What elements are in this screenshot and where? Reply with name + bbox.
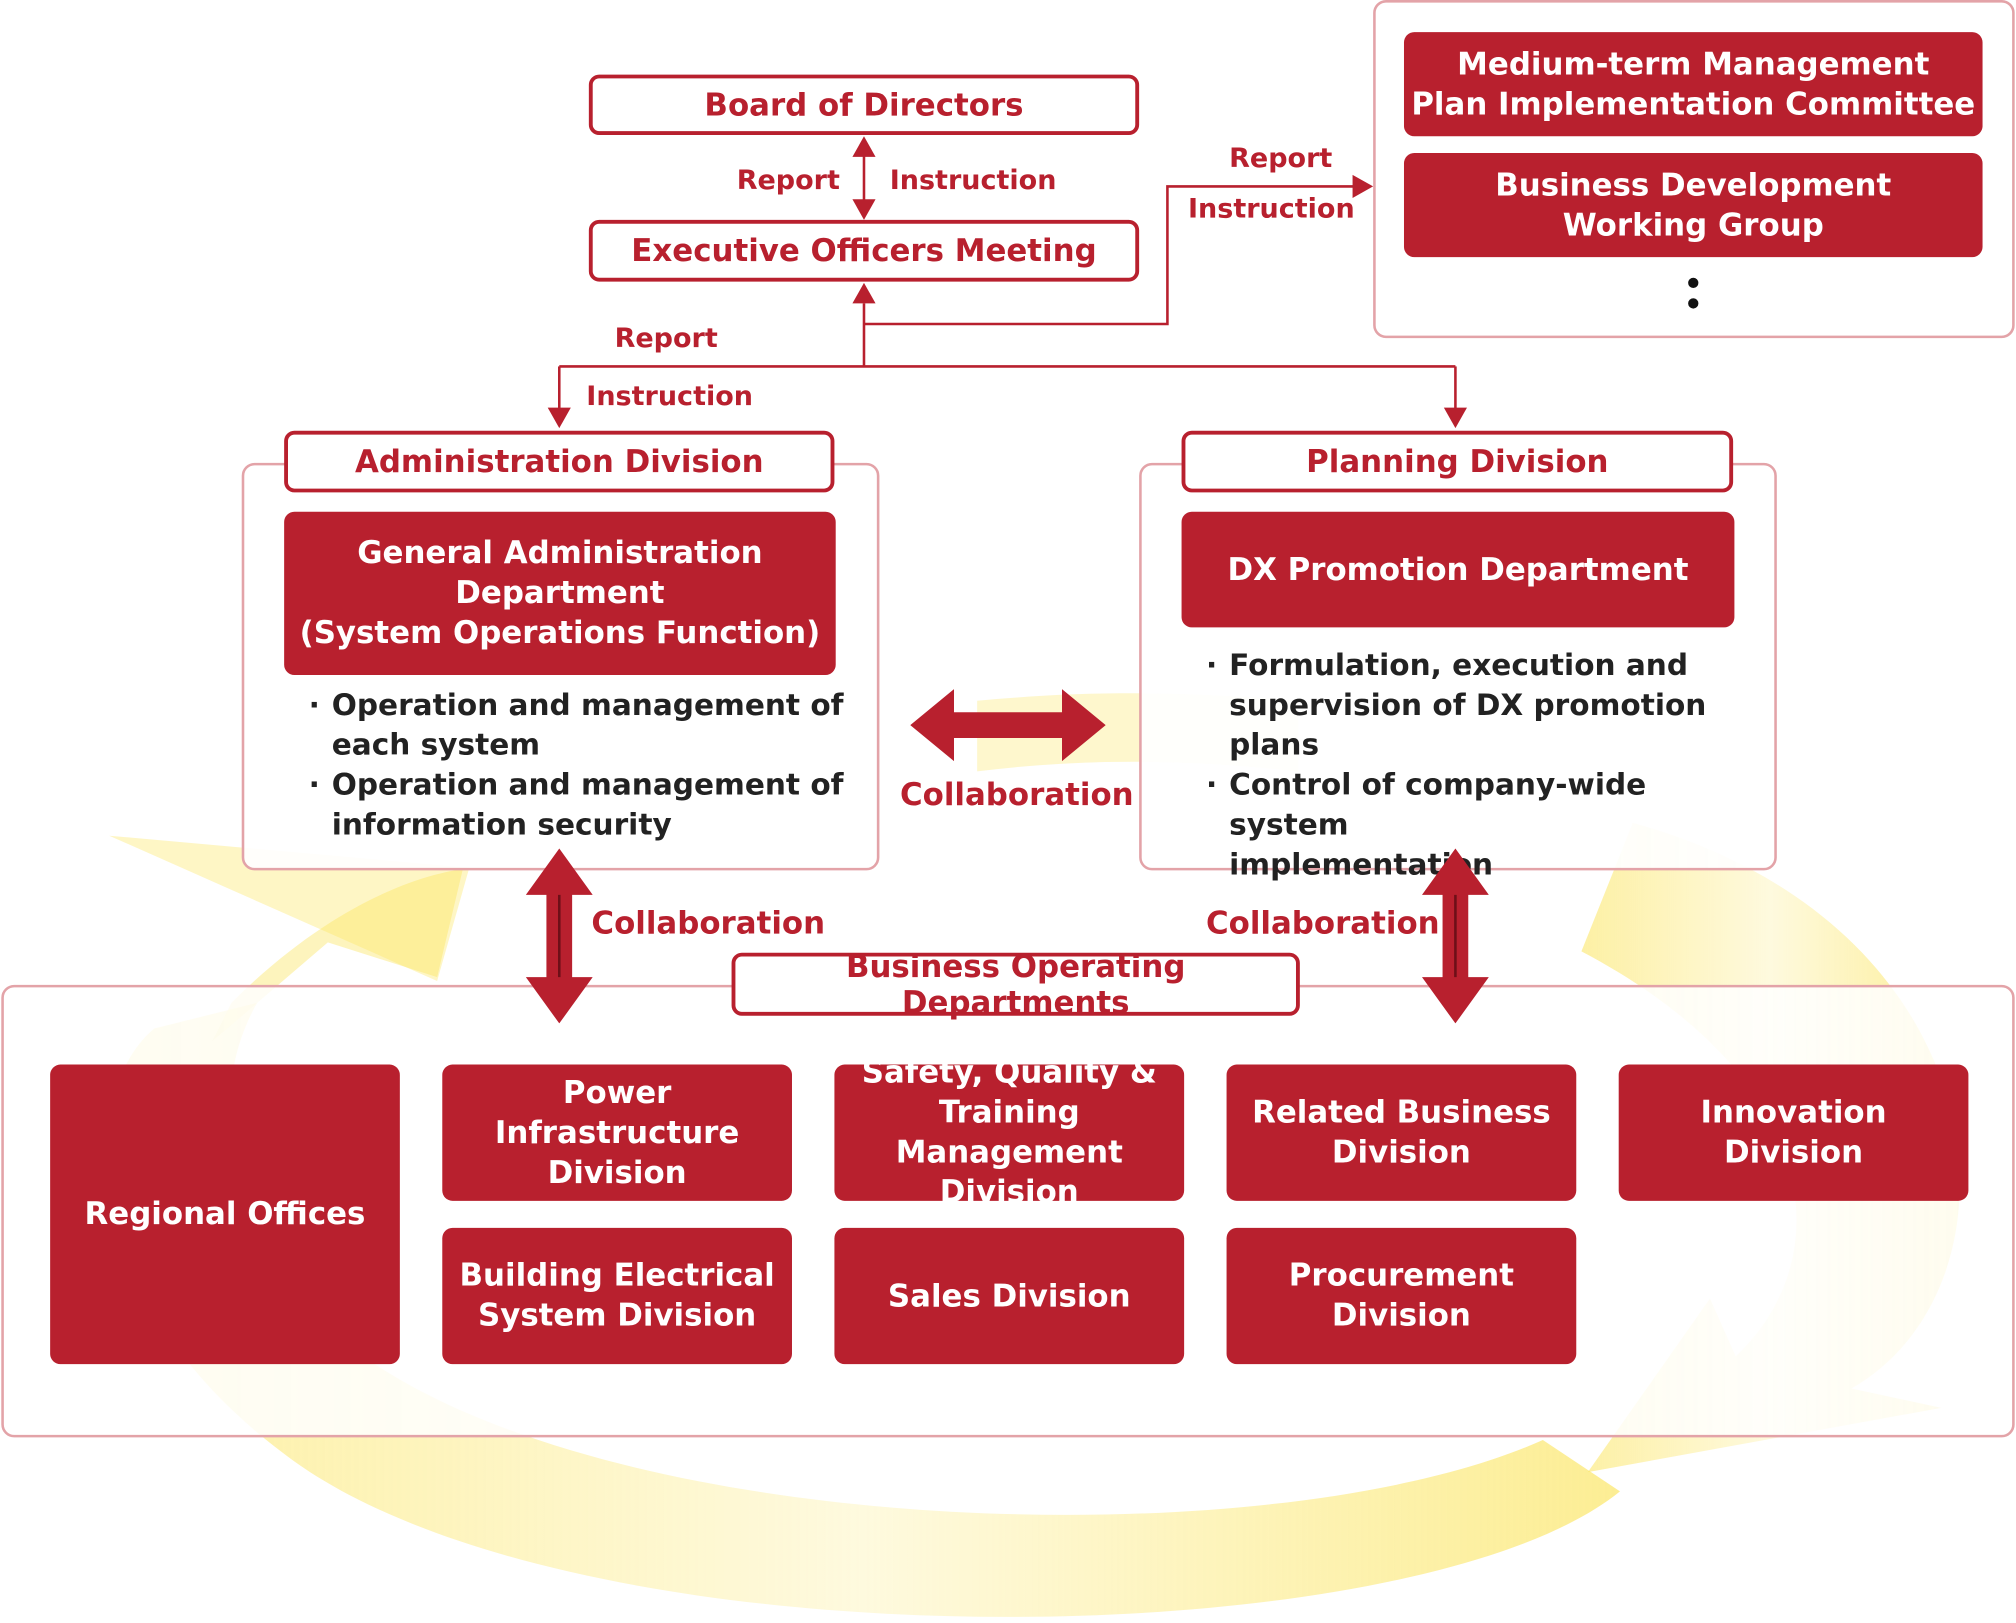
connector-arrowheads — [547, 136, 1467, 429]
board-instruction-label: Instruction — [889, 164, 1057, 196]
administration-division-box: Administration Division — [284, 430, 835, 493]
planning-bullet: Formulation, execution and supervision o… — [1206, 647, 1772, 767]
collaboration-vertical-arrow-right — [1421, 848, 1489, 1024]
board-of-directors-box: Board of Directors — [588, 74, 1140, 135]
sales-division-box: Sales Division — [834, 1227, 1185, 1365]
executive-officers-label: Executive Officers Meeting — [631, 232, 1097, 269]
collaboration-horizontal-arrow — [910, 689, 1106, 762]
procurement-division-box: Procurement Division — [1226, 1227, 1577, 1365]
general-administration-department-box: General Administration Department (Syste… — [284, 511, 836, 675]
board-of-directors-label: Board of Directors — [704, 86, 1024, 123]
administration-bullet: Operation and management of each system — [309, 687, 849, 767]
administration-bullet: Operation and management of information … — [309, 766, 849, 846]
planning-bullet: Control of company-wide system implement… — [1206, 766, 1772, 886]
administration-division-title: Administration Division — [354, 443, 764, 480]
dx-promotion-department-label: DX Promotion Department — [1227, 550, 1689, 587]
planning-division-box: Planning Division — [1181, 430, 1734, 493]
more-items-ellipsis — [1688, 277, 1699, 319]
collaboration-vertical-arrow-left — [525, 848, 593, 1024]
division-report-label: Report — [614, 322, 718, 354]
collaboration-right-label: Collaboration — [1205, 905, 1440, 942]
innovation-division-box: Innovation Division — [1618, 1064, 1969, 1201]
regional-offices-box: Regional Offices — [50, 1064, 400, 1365]
committee-report-label: Report — [1229, 142, 1333, 174]
executive-officers-box: Executive Officers Meeting — [588, 219, 1140, 282]
power-infrastructure-division-box: Power Infrastructure Division — [442, 1064, 792, 1201]
related-business-division-box: Related Business Division — [1226, 1064, 1577, 1201]
business-operating-title: Business Operating Departments — [845, 948, 1186, 1021]
division-instruction-label: Instruction — [586, 380, 753, 412]
committee-medium-term-box: Medium-term Management Plan Implementati… — [1403, 32, 1983, 137]
administration-bullets: Operation and management of each system … — [309, 687, 849, 846]
connector-lines — [557, 151, 1457, 414]
safety-quality-training-division-box: Safety, Quality & Training Management Di… — [834, 1054, 1185, 1210]
planning-bullets: Formulation, execution and supervision o… — [1206, 647, 1772, 886]
planning-division-title: Planning Division — [1306, 443, 1609, 480]
collaboration-center-label: Collaboration — [899, 776, 1134, 813]
committee-business-development-box: Business Development Working Group — [1403, 152, 1983, 258]
dx-promotion-department-box: DX Promotion Department — [1181, 511, 1735, 628]
committee-instruction-label: Instruction — [1187, 192, 1355, 224]
board-report-label: Report — [736, 164, 840, 196]
building-electrical-system-division-box: Building Electrical System Division — [442, 1227, 792, 1365]
collaboration-left-label: Collaboration — [591, 905, 826, 942]
business-operating-title-box: Business Operating Departments — [731, 948, 1300, 1020]
